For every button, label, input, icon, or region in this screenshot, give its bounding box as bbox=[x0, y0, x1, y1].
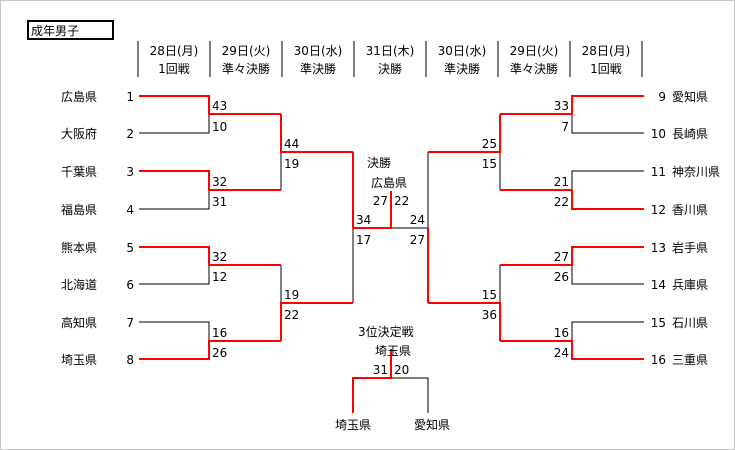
team-name: 埼玉県 bbox=[335, 418, 371, 432]
left-teams: 広島県 1 大阪府 2 千葉県 3 福島県 4 熊本県 5 北海道 6 高知県 7 埼玉県 8 bbox=[61, 89, 134, 367]
third-place-label: 3位決定戦 bbox=[358, 324, 414, 339]
score: 25 bbox=[482, 137, 497, 151]
final-winner: 広島県 bbox=[371, 175, 407, 190]
right-teams: 9 愛知県 10 長崎県 11 神奈川県 12 香川県 13 岩手県 14 兵庫県 15 石川… bbox=[651, 90, 720, 367]
team-name: 千葉県 bbox=[61, 165, 97, 179]
column-round: 準々決勝 bbox=[510, 61, 558, 76]
team-name: 兵庫県 bbox=[672, 278, 708, 292]
final-label: 決勝 bbox=[367, 155, 391, 170]
team-seed: 16 bbox=[651, 353, 666, 367]
team-seed: 2 bbox=[126, 127, 134, 141]
score: 7 bbox=[561, 120, 569, 134]
team-name: 大阪府 bbox=[61, 126, 97, 141]
page-title: 成年男子 bbox=[31, 24, 79, 38]
score: 24 bbox=[410, 213, 425, 227]
team-name: 高知県 bbox=[61, 315, 97, 330]
team-seed: 9 bbox=[658, 90, 666, 104]
column-date: 30日(水) bbox=[294, 44, 343, 58]
column-date: 30日(水) bbox=[438, 44, 487, 58]
score: 19 bbox=[284, 288, 299, 302]
score: 34 bbox=[356, 213, 371, 227]
score: 27 bbox=[554, 250, 569, 264]
score: 19 bbox=[284, 157, 299, 171]
column-round: 準決勝 bbox=[444, 61, 480, 76]
winner-lines bbox=[139, 95, 644, 413]
team-name: 愛知県 bbox=[672, 90, 708, 104]
score: 21 bbox=[554, 175, 569, 189]
team-seed: 14 bbox=[651, 278, 666, 292]
title-box bbox=[27, 20, 114, 40]
team-seed: 7 bbox=[126, 316, 134, 330]
column-date: 31日(木) bbox=[366, 44, 415, 58]
score: 16 bbox=[212, 326, 227, 340]
column-headers: 28日(月) 1回戦 29日(火) 準々決勝 30日(水) 準決勝 31日(木)… bbox=[150, 44, 631, 76]
team-name: 三重県 bbox=[672, 353, 708, 367]
score: 10 bbox=[212, 120, 227, 134]
score: 33 bbox=[554, 99, 569, 113]
team-name: 埼玉県 bbox=[61, 353, 97, 367]
team-seed: 11 bbox=[651, 165, 666, 179]
score: 36 bbox=[482, 308, 497, 322]
score: 12 bbox=[212, 270, 227, 284]
team-name: 熊本県 bbox=[61, 240, 97, 255]
score: 32 bbox=[212, 175, 227, 189]
score: 24 bbox=[554, 346, 569, 360]
third-place-match: 3位決定戦 埼玉県 31 20 埼玉県 愛知県 bbox=[335, 324, 450, 432]
team-name: 香川県 bbox=[672, 203, 708, 217]
final-match: 決勝 広島県 27 22 bbox=[367, 155, 409, 208]
team-seed: 10 bbox=[651, 127, 666, 141]
team-name: 福島県 bbox=[61, 202, 97, 217]
score: 31 bbox=[212, 195, 227, 209]
score: 26 bbox=[212, 346, 227, 360]
score: 15 bbox=[482, 288, 497, 302]
score: 20 bbox=[394, 363, 409, 377]
score: 15 bbox=[482, 157, 497, 171]
team-name: 長崎県 bbox=[672, 127, 708, 141]
column-date: 29日(火) bbox=[222, 44, 271, 58]
team-seed: 6 bbox=[126, 278, 134, 292]
third-place-winner: 埼玉県 bbox=[375, 344, 411, 358]
score: 17 bbox=[356, 233, 371, 247]
team-seed: 12 bbox=[651, 203, 666, 217]
team-seed: 3 bbox=[126, 165, 134, 179]
score: 27 bbox=[410, 233, 425, 247]
team-name: 広島県 bbox=[61, 89, 97, 104]
header-separators bbox=[137, 41, 643, 77]
team-name: 神奈川県 bbox=[672, 165, 720, 179]
team-name: 北海道 bbox=[61, 277, 97, 292]
team-seed: 8 bbox=[126, 353, 134, 367]
score: 22 bbox=[394, 194, 409, 208]
score: 22 bbox=[554, 195, 569, 209]
score: 27 bbox=[373, 194, 388, 208]
column-round: 準決勝 bbox=[300, 61, 336, 76]
team-seed: 1 bbox=[126, 90, 134, 104]
column-date: 28日(月) bbox=[582, 44, 631, 58]
team-seed: 4 bbox=[126, 203, 134, 217]
team-seed: 15 bbox=[651, 316, 666, 330]
column-round: 準々決勝 bbox=[222, 61, 270, 76]
team-name: 岩手県 bbox=[672, 240, 708, 255]
column-round: 1回戦 bbox=[590, 62, 622, 76]
column-round: 決勝 bbox=[378, 61, 402, 76]
score: 32 bbox=[212, 250, 227, 264]
score: 43 bbox=[212, 99, 227, 113]
scores-left: 43 10 32 31 32 12 16 26 44 19 19 22 34 17 bbox=[212, 99, 371, 360]
score: 22 bbox=[284, 308, 299, 322]
column-date: 29日(火) bbox=[510, 44, 559, 58]
team-seed: 13 bbox=[651, 241, 666, 255]
score: 16 bbox=[554, 326, 569, 340]
team-name: 愛知県 bbox=[414, 418, 450, 432]
scores-right: 33 7 21 22 27 26 16 24 25 15 15 36 24 27 bbox=[410, 99, 569, 360]
column-date: 28日(月) bbox=[150, 44, 199, 58]
column-round: 1回戦 bbox=[158, 62, 190, 76]
score: 31 bbox=[373, 363, 388, 377]
bracket-lines bbox=[139, 114, 644, 413]
score: 26 bbox=[554, 270, 569, 284]
team-seed: 5 bbox=[126, 241, 134, 255]
score: 44 bbox=[284, 137, 299, 151]
team-name: 石川県 bbox=[672, 316, 708, 330]
